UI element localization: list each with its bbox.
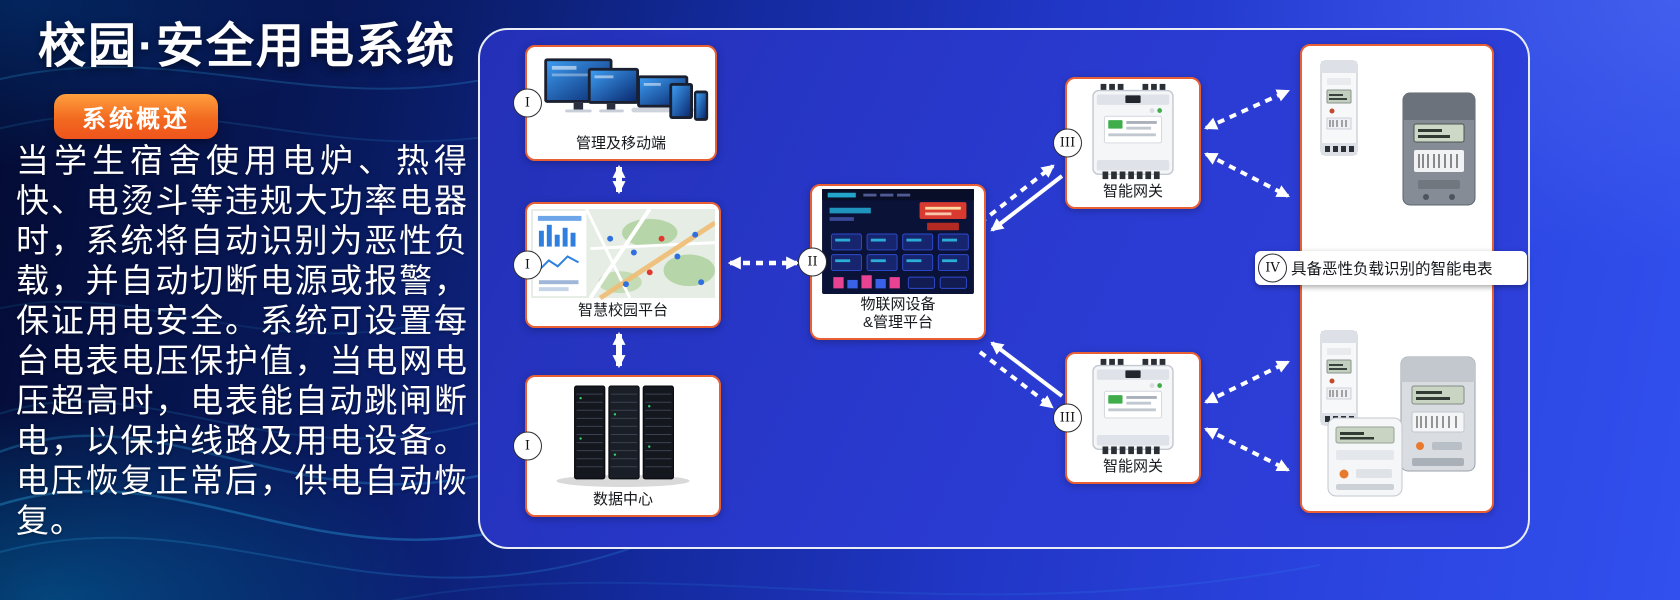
node-iot-label-line1: 物联网设备 xyxy=(860,296,936,313)
server-racks-illustration xyxy=(527,377,719,489)
numeral-badge-platform: I xyxy=(513,250,542,280)
node-iot-label: 物联网设备 &管理平台 xyxy=(812,294,984,338)
node-gateway-bottom-label: 智能网关 xyxy=(1102,458,1163,475)
iot-platform-illustration xyxy=(812,186,984,294)
node-datacenter-label: 数据中心 xyxy=(592,491,653,508)
meters-label-band: IV 具备恶性负载识别的智能电表 xyxy=(1255,251,1527,285)
numeral-badge-meters: IV xyxy=(1258,253,1287,283)
numeral-badge-gateway-top: III xyxy=(1053,128,1082,158)
gateway-illustration-top xyxy=(1067,79,1199,181)
din-meter-icon xyxy=(1320,330,1358,426)
node-iot-platform: II xyxy=(798,184,986,340)
numeral-badge-clients: I xyxy=(513,88,542,118)
node-clients-label: 管理及移动端 xyxy=(575,135,666,152)
node-meters-label: 具备恶性负载识别的智能电表 xyxy=(1291,261,1493,278)
multi-device-screens-illustration xyxy=(527,47,715,133)
numeral-badge-iot: II xyxy=(798,247,827,277)
node-gateway-top: III xyxy=(1053,77,1201,209)
node-clients: I xyxy=(513,45,717,161)
din-meter-icon xyxy=(1320,60,1358,156)
smart-meters-illustration xyxy=(1302,46,1492,511)
intro-column: 校园·安全用电系统 系统概述 当学生宿舍使用电炉、热得快、电烫斗等违规大功率电器… xyxy=(0,0,475,600)
node-platform-label: 智慧校园平台 xyxy=(577,302,668,319)
page-title: 校园·安全用电系统 xyxy=(38,20,456,73)
system-description: 当学生宿舍使用电炉、热得快、电烫斗等违规大功率电器时，系统将自动识别为恶性负载，… xyxy=(16,144,468,540)
numeral-badge-datacenter: I xyxy=(513,431,542,461)
node-datacenter: I xyxy=(513,375,721,517)
node-iot-label-line2: &管理平台 xyxy=(862,314,933,331)
node-gateway-bottom: III xyxy=(1053,352,1201,484)
numeral-badge-gateway-bottom: III xyxy=(1053,403,1082,433)
box-meter-white-icon xyxy=(1327,417,1403,497)
node-platform: I xyxy=(513,202,721,328)
overview-badge: 系统概述 xyxy=(54,94,218,139)
campus-dashboard-illustration xyxy=(527,204,719,300)
architecture-diagram-panel: I xyxy=(478,28,1530,549)
box-meter-dark-icon xyxy=(1402,92,1476,206)
node-gateway-top-label: 智能网关 xyxy=(1102,183,1163,200)
box-meter-gray-icon xyxy=(1400,356,1476,472)
gateway-illustration-bottom xyxy=(1067,354,1199,456)
